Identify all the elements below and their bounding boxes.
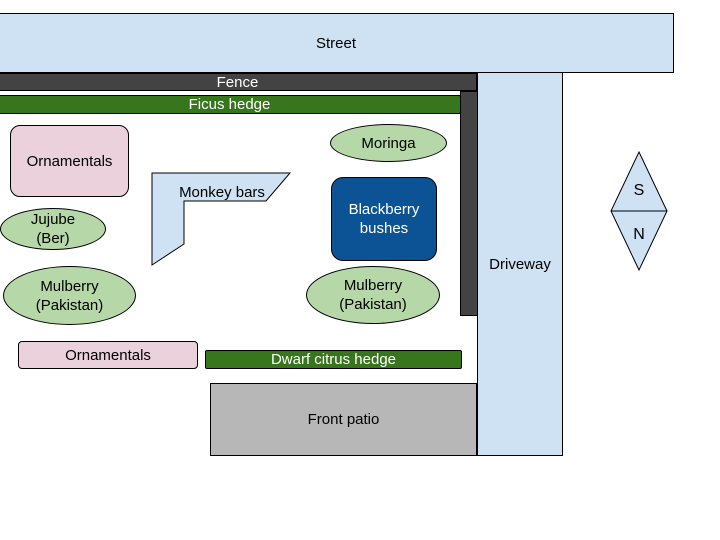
dwarf-citrus-label: Dwarf citrus hedge — [270, 351, 397, 368]
ornamentals-bed-bottom: Ornamentals — [18, 341, 198, 369]
moringa-tree: Moringa — [330, 124, 447, 162]
ornamentals-bed-top: Ornamentals — [10, 125, 129, 197]
ficus-hedge-label: Ficus hedge — [188, 96, 271, 113]
fence-horizontal: Fence — [0, 73, 477, 91]
ornamentals-bottom-label: Ornamentals — [65, 346, 151, 364]
mulberry-right-label: Mulberry (Pakistan) — [339, 277, 407, 313]
mulberry-tree-left: Mulberry (Pakistan) — [3, 266, 136, 325]
compass-top-label-box: S — [624, 179, 654, 201]
compass-bottom-label: N — [633, 225, 645, 243]
monkey-bars-label-box: Monkey bars — [170, 182, 274, 202]
front-patio: Front patio — [210, 383, 477, 456]
driveway-label: Driveway — [489, 255, 551, 273]
blackberry-bushes: Blackberry bushes — [331, 177, 437, 261]
driveway-area: Driveway — [477, 72, 563, 456]
front-patio-label: Front patio — [307, 411, 380, 428]
ornamentals-top-label: Ornamentals — [26, 152, 113, 170]
mulberry-tree-right: Mulberry (Pakistan) — [306, 266, 440, 324]
fence-label: Fence — [216, 73, 259, 91]
street-label: Street — [315, 34, 357, 52]
dwarf-citrus-hedge: Dwarf citrus hedge — [205, 350, 462, 369]
moringa-label: Moringa — [361, 134, 416, 152]
jujube-label: Jujube (Ber) — [30, 211, 76, 247]
ficus-hedge: Ficus hedge — [0, 95, 461, 114]
mulberry-left-label: Mulberry (Pakistan) — [35, 277, 104, 314]
monkey-bars-label: Monkey bars — [179, 183, 265, 201]
compass-bottom-label-box: N — [624, 223, 654, 245]
compass-top-label: S — [633, 181, 645, 199]
street-area: Street — [0, 13, 674, 73]
jujube-tree: Jujube (Ber) — [0, 208, 106, 250]
blackberry-label: Blackberry bushes — [348, 201, 420, 237]
